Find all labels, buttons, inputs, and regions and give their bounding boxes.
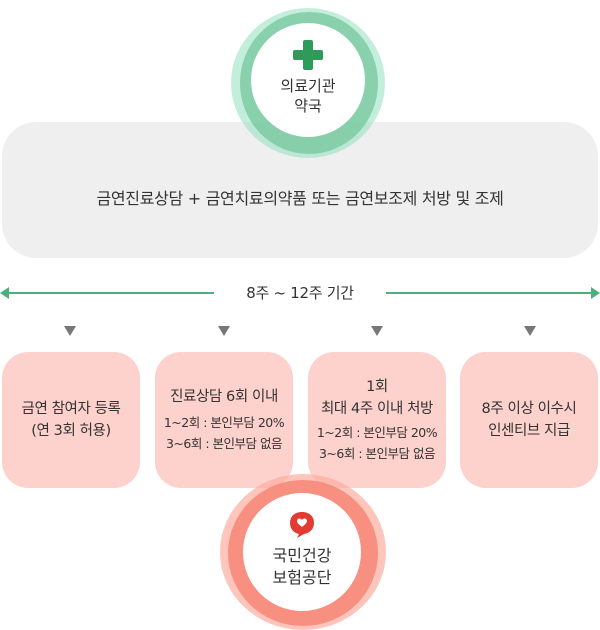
period-label: 8주 ~ 12주 기간	[246, 284, 354, 302]
provider-label-line-1: 의료기관	[280, 77, 336, 95]
nhis-heart-logo-icon	[290, 512, 314, 538]
provider-circle: 의료기관 약국	[251, 23, 365, 137]
step-line: 1회	[366, 379, 388, 395]
medical-cross-icon	[293, 40, 323, 70]
step-incentive: 8주 이상 이수시 인센티브 지급	[460, 352, 598, 488]
down-triangle-icon	[524, 326, 536, 336]
step-subline: 3~6회 : 본인부담 없음	[318, 446, 436, 461]
step-line: 인센티브 지급	[488, 423, 570, 439]
step-subline: 1~2회 : 본인부담 20%	[316, 425, 438, 440]
step-registration: 금연 참여자 등록 (연 3회 허용)	[2, 352, 140, 488]
insurer-label-line-2: 보험공단	[272, 568, 332, 587]
arrow-right-icon	[591, 287, 600, 299]
insurer-circle: 국민건강 보험공단	[243, 493, 361, 611]
step-line: 8주 이상 이수시	[481, 401, 577, 417]
period-line-right	[386, 292, 594, 294]
step-counseling: 진료상담 6회 이내 1~2회 : 본인부담 20% 3~6회 : 본인부담 없…	[155, 352, 293, 488]
step-subline: 3~6회 : 본인부담 없음	[165, 436, 283, 451]
step-line: 진료상담 6회 이내	[170, 389, 278, 405]
down-triangle-icon	[64, 326, 76, 336]
period-line-left	[4, 292, 214, 294]
step-line: (연 3회 허용)	[31, 423, 111, 439]
down-triangle-icon	[218, 326, 230, 336]
step-line: 금연 참여자 등록	[21, 401, 121, 417]
service-description: 금연진료상담 + 금연치료의약품 또는 금연보조제 처방 및 조제	[96, 189, 504, 208]
provider-label-line-2: 약국	[294, 97, 322, 115]
step-prescription: 1회 최대 4주 이내 처방 1~2회 : 본인부담 20% 3~6회 : 본인…	[308, 352, 446, 488]
step-subline: 1~2회 : 본인부담 20%	[163, 415, 285, 430]
insurer-label-line-1: 국민건강	[272, 546, 332, 565]
step-line: 최대 4주 이내 처방	[320, 401, 434, 417]
down-triangle-icon	[371, 326, 383, 336]
